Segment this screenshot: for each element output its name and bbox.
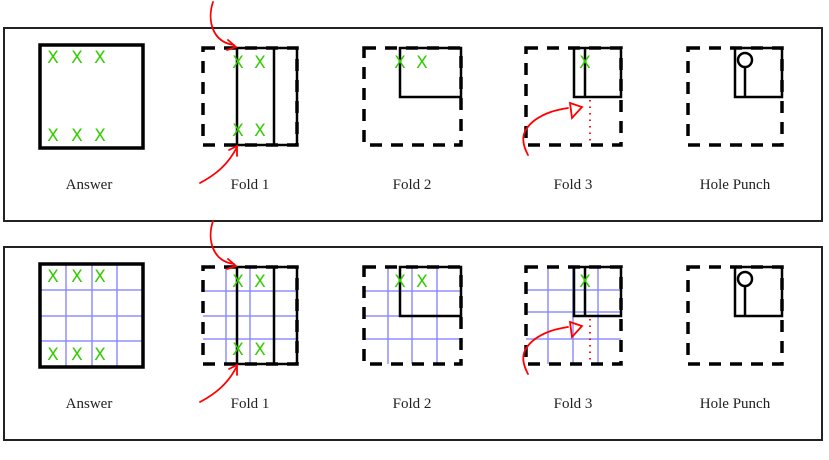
x-mark: X: [416, 53, 428, 73]
x-mark: X: [47, 126, 59, 146]
figure-label: Fold 1: [231, 396, 270, 412]
x-mark: X: [416, 272, 428, 292]
fold-arrow: [209, 1, 235, 46]
arrow-head: [568, 101, 584, 121]
x-mark: X: [47, 48, 59, 68]
arrow-head: [568, 320, 584, 340]
fold-3-figure: X: [522, 46, 623, 156]
x-mark: X: [579, 53, 591, 73]
arrow-head: [228, 144, 238, 157]
figure-label: Fold 3: [554, 396, 593, 412]
x-mark: X: [94, 267, 106, 287]
x-mark: X: [232, 340, 244, 360]
x-mark: X: [94, 48, 106, 68]
folded-paper: [733, 265, 784, 318]
x-mark: X: [71, 345, 83, 365]
panel-frame: [3, 27, 823, 222]
folded-paper: [572, 265, 623, 318]
hole-punch-figure: [686, 46, 784, 147]
figure-label: Fold 3: [554, 177, 593, 193]
x-mark: X: [254, 340, 266, 360]
folded-paper: [38, 262, 145, 369]
fold-3-figure: X: [522, 265, 623, 375]
x-mark: X: [254, 121, 266, 141]
arrow-head: [226, 39, 238, 51]
folded-paper: [733, 46, 784, 99]
arrow-head: [226, 258, 238, 270]
folded-paper: [572, 46, 623, 99]
figure-label: Answer: [66, 396, 113, 412]
folded-paper: [38, 43, 145, 150]
fold-arrow: [522, 107, 569, 156]
figure-label: Hole Punch: [700, 396, 771, 412]
x-mark: X: [394, 53, 406, 73]
x-mark: X: [254, 53, 266, 73]
x-mark: X: [232, 121, 244, 141]
hole-circle: [736, 51, 754, 69]
figure-label: Fold 2: [393, 396, 432, 412]
folded-paper: [398, 265, 463, 318]
x-mark: X: [232, 53, 244, 73]
arrow-head: [228, 363, 238, 376]
x-mark: X: [94, 126, 106, 146]
x-mark: X: [254, 272, 266, 292]
figure-label: Fold 2: [393, 177, 432, 193]
folded-paper: [235, 265, 299, 366]
x-mark: X: [394, 272, 406, 292]
x-mark: X: [232, 272, 244, 292]
x-mark: X: [71, 126, 83, 146]
x-mark: X: [47, 345, 59, 365]
x-mark: X: [71, 48, 83, 68]
x-mark: X: [71, 267, 83, 287]
fold-arrow: [522, 326, 569, 375]
figure-label: Answer: [66, 177, 113, 193]
figure-label: Fold 1: [231, 177, 270, 193]
fold-arrow: [199, 365, 238, 403]
x-mark: X: [94, 345, 106, 365]
x-mark: X: [47, 267, 59, 287]
fold-arrow: [209, 220, 235, 265]
folded-paper: [398, 46, 463, 99]
figure-label: Hole Punch: [700, 177, 771, 193]
folded-paper: [235, 46, 299, 147]
fold-arrow: [199, 146, 238, 184]
x-mark: X: [579, 272, 591, 292]
hole-punch-figure: [686, 265, 784, 366]
hole-circle: [736, 270, 754, 288]
